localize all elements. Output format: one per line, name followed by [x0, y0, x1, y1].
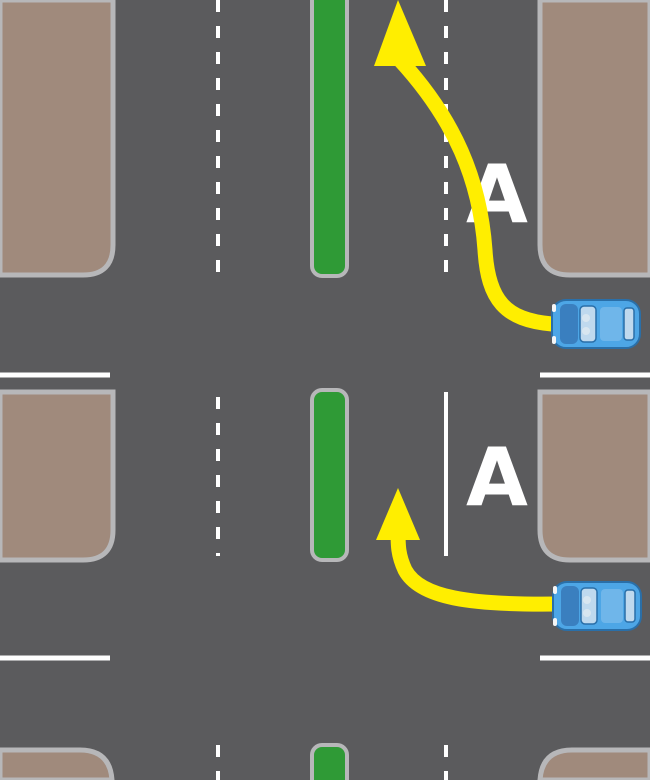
turn-arrow	[390, 522, 564, 612]
turn-arrow	[392, 52, 560, 332]
panel-2: A	[0, 388, 650, 780]
lane-label-a: A	[466, 431, 528, 524]
car	[552, 581, 642, 631]
median-strip-bottom	[310, 743, 349, 780]
panel-1: A	[0, 0, 650, 378]
arrow-head	[374, 0, 426, 66]
median-strip	[310, 0, 349, 278]
sidewalk-bottom-right	[537, 747, 650, 780]
sidewalk-top-left	[0, 0, 116, 278]
sidewalk-middle-right	[537, 389, 650, 563]
sidewalk-top-right	[537, 0, 650, 278]
sidewalk-middle-left	[0, 389, 116, 563]
panel-divider	[0, 381, 650, 391]
car	[551, 299, 641, 349]
median-strip	[310, 388, 349, 562]
arrow-head	[376, 488, 420, 540]
sidewalk-bottom-left	[0, 747, 115, 780]
